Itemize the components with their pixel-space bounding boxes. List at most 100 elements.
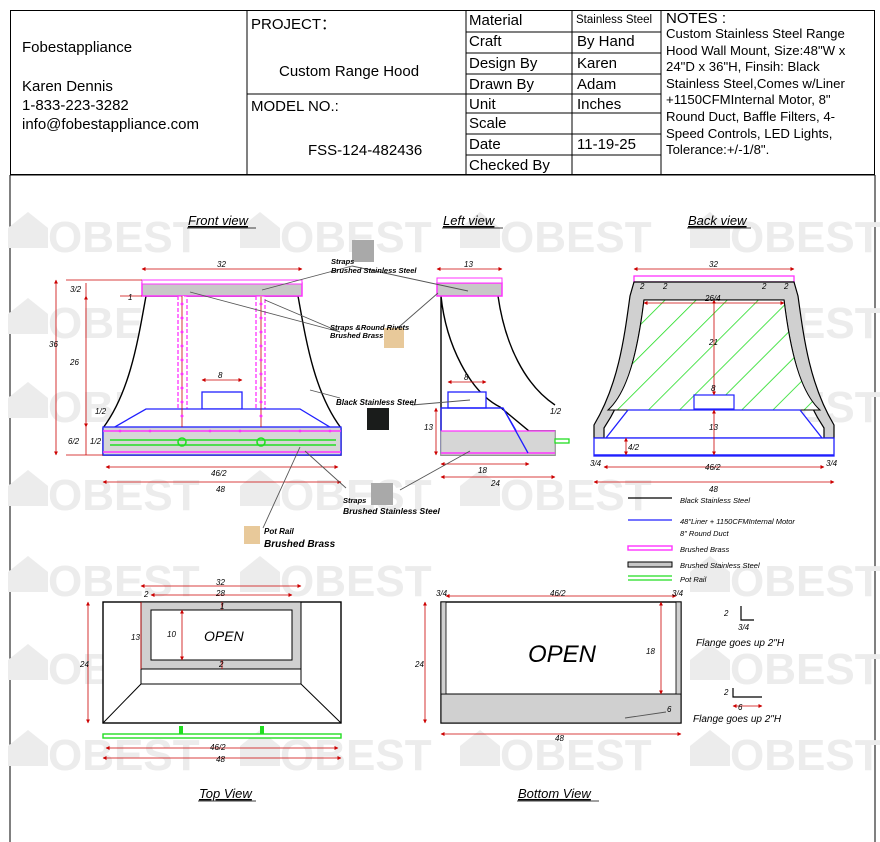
rivet bbox=[180, 344, 184, 348]
open-labels: OPEN OPEN Flange goes up 2"H Flange goes… bbox=[204, 628, 785, 725]
rivet bbox=[238, 429, 242, 433]
rivet bbox=[259, 330, 263, 334]
flange-note: Flange goes up 2"H bbox=[696, 638, 785, 649]
watermark-text: OBEST bbox=[48, 471, 200, 520]
dim-text: 46/2 bbox=[550, 589, 566, 598]
dim-text: 48 bbox=[709, 485, 718, 494]
spec-label: Material bbox=[469, 12, 523, 29]
dim-text: 26 bbox=[69, 358, 79, 367]
company-name: Fobestappliance bbox=[22, 39, 133, 56]
callout-text: Pot Rail bbox=[264, 527, 295, 536]
notes-body: Custom Stainless Steel Range Hood Wall M… bbox=[666, 26, 846, 158]
legend-label: Brushed Stainless Steel bbox=[680, 561, 760, 570]
view-title-front: Front view bbox=[188, 213, 250, 228]
contact-name: Karen Dennis bbox=[22, 78, 113, 95]
dim-text: 2 bbox=[783, 282, 789, 291]
dim-text: 1/2 bbox=[95, 407, 107, 416]
dim-text: 8 bbox=[218, 371, 223, 380]
dim-text: 13 bbox=[424, 423, 433, 432]
dim-text: 8 bbox=[711, 384, 716, 393]
dim-text: 10 bbox=[167, 630, 176, 639]
spec-value: Stainless Steel bbox=[576, 14, 653, 26]
dim-text: 3/4 bbox=[826, 459, 838, 468]
spec-label: Design By bbox=[469, 55, 538, 72]
view-title-bottom: Bottom View bbox=[518, 786, 592, 801]
watermark-text: OBEST bbox=[730, 557, 880, 606]
dim-text: 3/4 bbox=[436, 589, 448, 598]
dim-text: 48 bbox=[216, 485, 225, 494]
contact-phone: 1-833-223-3282 bbox=[22, 97, 129, 114]
dim-text: 32 bbox=[709, 260, 718, 269]
legend-label: Pot Rail bbox=[680, 575, 707, 584]
dim-text: 26/4 bbox=[704, 294, 721, 303]
legend: Black Stainless Steel 48"Liner + 1150CFM… bbox=[627, 496, 795, 584]
rivet bbox=[298, 429, 302, 433]
bottom-view bbox=[440, 601, 762, 724]
dim-text: 32 bbox=[217, 260, 226, 269]
callout-text: Brushed Brass bbox=[264, 539, 336, 550]
watermark-text: OBEST bbox=[500, 213, 652, 262]
rivet bbox=[259, 386, 263, 390]
dim-text: 1 bbox=[220, 602, 224, 611]
dim-text: 24 bbox=[414, 660, 424, 669]
dim-text: 13 bbox=[464, 260, 473, 269]
contact-email: info@fobestappliance.com bbox=[22, 116, 199, 133]
rivet bbox=[259, 414, 263, 418]
callout-text: Brushed Stainless Steel bbox=[331, 266, 417, 275]
callout-text: Black Stainless Steel bbox=[336, 398, 417, 407]
dim-text: 18 bbox=[478, 466, 487, 475]
watermark-text: OBEST bbox=[48, 213, 200, 262]
notes-title: NOTES : bbox=[666, 10, 727, 27]
dim-text: 6 bbox=[667, 705, 672, 714]
callout-text: Brushed Stainless Steel bbox=[343, 506, 440, 516]
rivet bbox=[180, 414, 184, 418]
swatch-black-ss bbox=[367, 408, 389, 430]
rivet bbox=[148, 429, 152, 433]
dimension-lines bbox=[54, 267, 835, 760]
spec-value: Adam bbox=[577, 76, 617, 93]
dim-text: 48 bbox=[216, 755, 225, 764]
dim-text: 2 bbox=[662, 282, 668, 291]
dim-text: 36 bbox=[49, 340, 58, 349]
swatch-brushed-ss bbox=[371, 483, 393, 505]
watermark-text: OBEST bbox=[48, 731, 200, 780]
swatch-brushed-brass bbox=[384, 328, 404, 348]
flange-note: Flange goes up 2"H bbox=[693, 714, 782, 725]
open-label: OPEN bbox=[204, 628, 245, 644]
rivet bbox=[328, 429, 332, 433]
project-value: Custom Range Hood bbox=[279, 63, 420, 80]
legend-label: Black Stainless Steel bbox=[680, 496, 750, 505]
dim-text: 24 bbox=[79, 660, 89, 669]
watermark-text: OBEST bbox=[280, 731, 432, 780]
dim-text: 13 bbox=[131, 633, 140, 642]
rivet bbox=[180, 386, 184, 390]
dim-text: 18 bbox=[646, 647, 655, 656]
view-title-back: Back view bbox=[688, 213, 748, 228]
top-view bbox=[102, 601, 342, 739]
view-title-underlines bbox=[187, 227, 751, 802]
dim-text: 48 bbox=[555, 734, 564, 743]
dim-text: 1/2 bbox=[90, 437, 102, 446]
dim-text: 2 bbox=[218, 660, 224, 669]
watermark-text: OBEST bbox=[280, 471, 432, 520]
rivet bbox=[180, 316, 184, 320]
front-view bbox=[102, 279, 342, 456]
rivet bbox=[180, 358, 184, 362]
rivet bbox=[118, 429, 122, 433]
dim-text: 6 bbox=[738, 703, 743, 712]
dim-text: 1 bbox=[128, 293, 132, 302]
dim-text: 2 bbox=[723, 609, 729, 618]
spec-label: Drawn By bbox=[469, 76, 535, 93]
rivet bbox=[180, 372, 184, 376]
spec-value: Karen bbox=[577, 55, 618, 72]
watermark-text: OBEST bbox=[280, 557, 432, 606]
spec-label: Date bbox=[469, 136, 501, 153]
dim-text: 8 bbox=[464, 373, 469, 382]
callout-text: Brushed Brass bbox=[330, 331, 383, 340]
legend-label: 48"Liner + 1150CFMInternal Motor bbox=[680, 517, 795, 526]
dim-text: 2 bbox=[761, 282, 767, 291]
rivet bbox=[259, 372, 263, 376]
rivet bbox=[180, 400, 184, 404]
watermark-text: OBEST bbox=[730, 731, 880, 780]
